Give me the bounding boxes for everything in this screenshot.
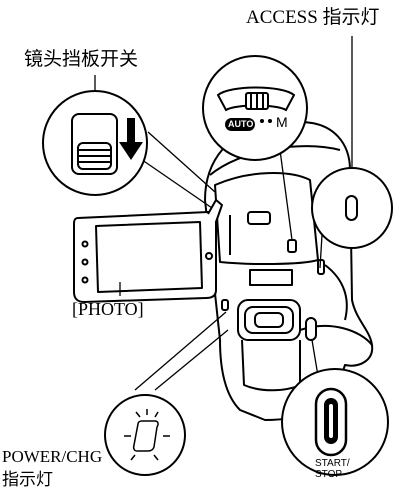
mode-switch-leader xyxy=(279,149,293,241)
leader-lines xyxy=(94,36,353,459)
access-indicator-icon xyxy=(345,195,358,221)
start-stop-label: START/ xyxy=(315,458,350,469)
power-indicator-zoom xyxy=(104,394,186,476)
power-magnify-line-2 xyxy=(154,329,229,391)
mode-switch-icon xyxy=(216,86,296,131)
start-stop-zoom xyxy=(281,368,389,476)
lens-cover-switch-zoom xyxy=(42,90,148,196)
down-arrow-icon xyxy=(119,118,143,160)
start-stop-button-icon xyxy=(314,387,348,457)
lens-cover-magnify-line-2 xyxy=(147,131,216,193)
photo-button-label: [PHOTO] xyxy=(72,299,144,319)
access-magnify-line xyxy=(319,234,323,269)
power-magnify-line-1 xyxy=(134,311,227,391)
start-stop-label-line2: STOP xyxy=(315,469,343,480)
access-indicator-zoom xyxy=(311,167,393,249)
lens-cover-switch-icon xyxy=(71,113,118,175)
lens-cover-switch-label: 镜头挡板开关 xyxy=(24,49,139,70)
lens-cover-magnify-line-1 xyxy=(134,154,213,209)
power-chg-label-line2: 指示灯 xyxy=(2,470,53,489)
power-chg-label: POWER/CHG xyxy=(2,447,103,466)
start-stop-magnify-line xyxy=(311,339,319,377)
mode-manual-label: M xyxy=(276,114,288,130)
mode-switch-zoom xyxy=(202,55,308,161)
access-indicator-label: ACCESS 指示灯 xyxy=(246,7,380,28)
lcd-screen xyxy=(73,199,223,303)
mode-auto-label: AUTO xyxy=(228,119,254,129)
power-indicator-icon xyxy=(124,409,170,461)
